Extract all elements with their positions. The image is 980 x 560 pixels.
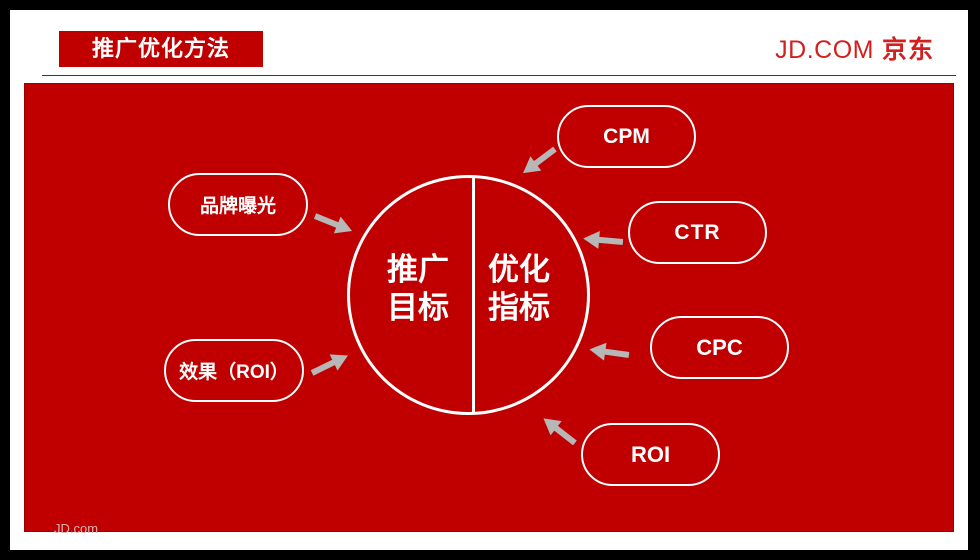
center-circle <box>347 175 590 415</box>
diagram-panel: 推广 目标 优化 指标 品牌曝光 效果（ROI） CPM CTR CPC ROI <box>24 83 954 532</box>
center-left-bottom: 目标 <box>387 290 449 325</box>
center-right-label: 优化 指标 <box>479 251 559 327</box>
metric-roi: ROI <box>581 423 720 486</box>
goal-brand-exposure: 品牌曝光 <box>168 173 308 236</box>
circle-divider <box>472 177 475 414</box>
metric-cpm: CPM <box>557 105 696 168</box>
arrow-icon <box>582 230 624 251</box>
arrow-icon <box>312 208 356 240</box>
center-left-top: 推广 <box>387 252 449 287</box>
center-left-label: 推广 目标 <box>378 251 458 327</box>
logo-chinese: 京东 <box>881 36 934 64</box>
slide-title: 推广优化方法 <box>59 31 263 67</box>
footer-watermark: JD.com <box>54 521 99 536</box>
arrow-icon <box>308 347 352 381</box>
logo-latin: JD.COM <box>775 36 874 64</box>
title-underline <box>42 75 956 76</box>
arrow-icon <box>538 411 581 450</box>
arrow-icon <box>588 341 630 364</box>
metric-ctr: CTR <box>628 201 767 264</box>
center-right-top: 优化 <box>488 252 550 287</box>
goal-roi: 效果（ROI） <box>164 339 304 402</box>
center-right-bottom: 指标 <box>488 290 550 325</box>
arrow-icon <box>518 142 561 180</box>
metric-cpc: CPC <box>650 316 789 379</box>
